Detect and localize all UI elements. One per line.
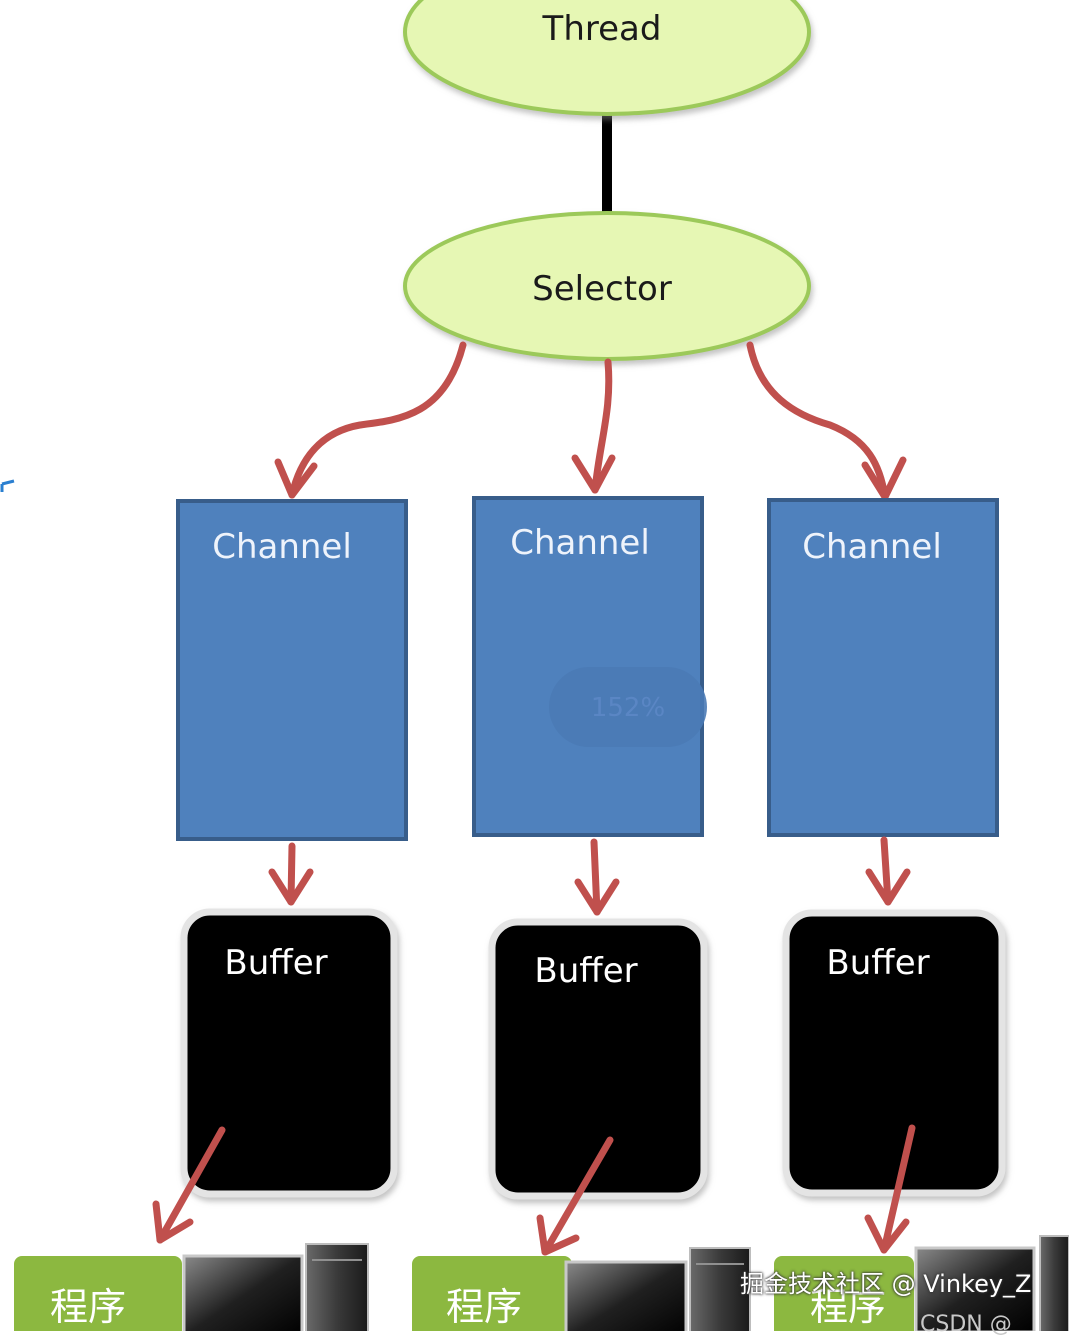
channel-label-2: Channel bbox=[510, 523, 650, 563]
selector-channel-arrow-3 bbox=[746, 341, 889, 501]
selector-channel-arrows bbox=[274, 341, 907, 501]
zoom-indicator-text: 152% bbox=[591, 693, 665, 723]
buffer-1: Buffer bbox=[180, 908, 398, 1198]
computer-group-1 bbox=[182, 1243, 369, 1331]
channel-buffer-arrow-2 bbox=[590, 838, 601, 916]
thread-node: Thread bbox=[403, 0, 811, 116]
selector-channel-arrow-2 bbox=[591, 358, 613, 494]
channel-label-3: Channel bbox=[802, 527, 942, 567]
channel-box-1 bbox=[176, 499, 408, 841]
edge-mark bbox=[0, 479, 15, 492]
buffer-label-1: Buffer bbox=[224, 943, 327, 983]
buffer-program-arrow-3-head bbox=[864, 1214, 910, 1254]
program-label-3: 程序 bbox=[810, 1285, 886, 1329]
computer-tower-icon bbox=[305, 1243, 369, 1331]
buffer-program-arrow-1-head bbox=[152, 1200, 194, 1244]
channel-1: Channel bbox=[176, 499, 408, 841]
computer-monitor-icon bbox=[182, 1254, 304, 1331]
buffer-program-arrow-2 bbox=[541, 1136, 614, 1256]
channel-buffer-arrow-1-head bbox=[268, 868, 314, 906]
channel-buffer-arrow-3 bbox=[880, 836, 892, 906]
buffer-program-arrows bbox=[152, 1124, 916, 1256]
program-3: 程序 bbox=[774, 1256, 914, 1331]
buffer-box-1 bbox=[180, 908, 398, 1198]
buffer-label-3: Buffer bbox=[826, 943, 929, 983]
channel-buffer-arrow-3-head bbox=[865, 868, 911, 906]
program-tile-3 bbox=[774, 1256, 914, 1331]
thread-ellipse bbox=[403, 0, 811, 116]
buffer-box-2 bbox=[488, 918, 708, 1200]
program-tile-1 bbox=[14, 1256, 182, 1331]
buffer-program-arrow-1 bbox=[156, 1126, 226, 1244]
computer-tower-icon bbox=[1039, 1235, 1069, 1331]
program-tile-2 bbox=[412, 1256, 572, 1331]
computer-monitor-icon bbox=[564, 1260, 688, 1331]
channel-buffer-arrows bbox=[268, 836, 911, 916]
program-1: 程序 bbox=[14, 1256, 182, 1331]
computer-monitor-icon bbox=[914, 1246, 1036, 1331]
selector-channel-arrow-2-head bbox=[571, 454, 616, 494]
channel-2: Channel bbox=[472, 496, 704, 837]
selector-node: Selector bbox=[403, 211, 811, 361]
computer-tower-icon bbox=[689, 1247, 751, 1331]
zoom-indicator-pill bbox=[549, 667, 707, 747]
thread-label: Thread bbox=[542, 9, 662, 49]
computer-group-2 bbox=[564, 1247, 751, 1331]
program-label-2: 程序 bbox=[446, 1285, 522, 1329]
channel-3: Channel bbox=[767, 498, 999, 837]
buffer-program-arrow-3 bbox=[880, 1124, 916, 1254]
selector-channel-arrow-1-head bbox=[274, 458, 318, 499]
program-label-1: 程序 bbox=[50, 1285, 126, 1329]
buffer-program-arrow-2-head bbox=[536, 1214, 580, 1256]
csdn-watermark: CSDN @ bbox=[920, 1312, 1012, 1337]
channel-buffer-arrow-1 bbox=[287, 842, 296, 906]
channel-box-2 bbox=[472, 496, 704, 837]
computer-group-3 bbox=[914, 1235, 1069, 1331]
buffer-label-2: Buffer bbox=[534, 951, 637, 991]
selector-channel-arrow-3-head bbox=[861, 456, 907, 501]
buffer-2: Buffer bbox=[488, 918, 708, 1200]
watermark-text: 掘金技术社区 @ Vinkey_Z bbox=[740, 1270, 1032, 1298]
buffer-3: Buffer bbox=[782, 909, 1006, 1197]
program-2: 程序 bbox=[412, 1256, 572, 1331]
zoom-indicator: 152% bbox=[549, 667, 707, 747]
channel-box-3 bbox=[767, 498, 999, 837]
channel-label-1: Channel bbox=[212, 527, 352, 567]
selector-label: Selector bbox=[532, 269, 672, 309]
channel-buffer-arrow-2-head bbox=[574, 878, 620, 916]
selector-channel-arrow-1 bbox=[288, 341, 467, 499]
